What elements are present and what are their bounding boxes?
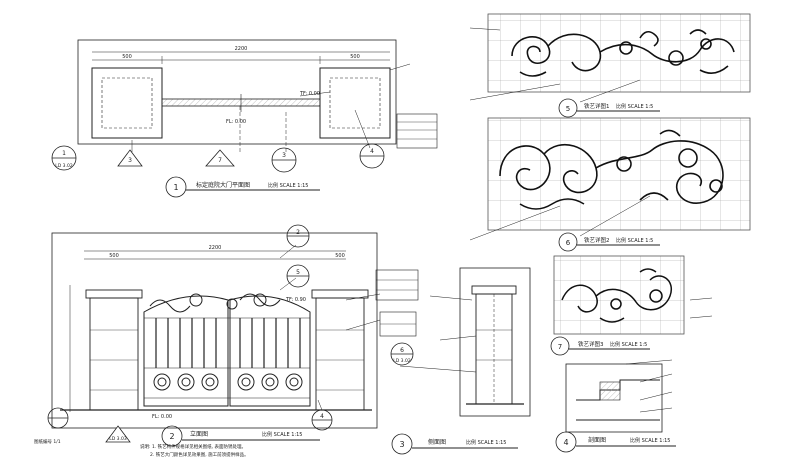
detail-3-title: 铁艺详图3 [578,340,604,348]
elev-dim-total: 2200 [209,245,222,251]
elev-dim-left: 500 [109,253,119,259]
elev-ref-2: 5 [296,269,300,276]
ironwork-detail-2: 6 铁艺详图2 比例 SCALE 1:5 [469,117,751,252]
gate-elevation-drawing [51,232,419,429]
plan-sheet-1: LD 3.02 [55,163,73,169]
plan-dim-total: 2200 [235,46,248,52]
plan-scale: 比例 SCALE 1:15 [268,182,308,189]
plan-ref-3: 7 [218,157,222,164]
elev-sheet-2: LD 3.03 [109,436,127,442]
plan-dim-right: 500 [350,54,360,60]
gate-plan-text: 2200 500 500 TF: 0.00 FL: 0.00 [122,46,360,125]
detail-1-scale: 比例 SCALE 1:5 [616,103,653,110]
plan-ref-4: 3 [282,152,286,159]
side-view-number: 3 [399,440,404,449]
plan-title: 标定庭院大门平面图 [196,181,250,189]
plan-ref-2: 3 [128,157,132,164]
plan-title-block: 1 标定庭院大门平面图 比例 SCALE 1:15 [165,176,320,198]
gate-plan-drawing [77,39,438,152]
section-number: 4 [563,438,568,447]
detail-2-scale: 比例 SCALE 1:5 [616,237,653,244]
elevation-title-block: 2 立面图 比例 SCALE 1:15 [161,425,320,447]
plan-number: 1 [173,183,178,192]
detail-1-title: 铁艺详图1 [584,102,610,110]
elev-ref-3: 6 [400,347,404,354]
elevation-title: 立面图 [190,430,208,438]
detail-1-number: 5 [566,105,570,113]
elev-ref-4: 4 [320,413,324,420]
detail-3-number: 7 [558,343,562,351]
detail-2-number: 6 [566,239,571,247]
plan-ref-1: 1 [62,150,66,157]
section-scale: 比例 SCALE 1:15 [630,437,670,444]
section-drawing [565,359,673,433]
section-title: 剖面图 [588,436,606,444]
elevation-detail-marker [47,224,414,443]
plan-level-floor: FL: 0.00 [226,119,246,125]
elevation-scale: 比例 SCALE 1:15 [262,431,302,438]
elevation-number: 2 [169,432,174,441]
plan-level-top: TF: 0.00 [299,91,320,97]
gate-elevation-text: 2200 500 500 TF: 0.90 FL: 0.00 [109,245,345,420]
notes-block: 说明: 1. 铁艺构件规格详见相关图纸, 表面防锈处理。 2. 铁艺大门颜色详见… [34,438,249,458]
ironwork-detail-1: 5 铁艺详图1 比例 SCALE 1:5 [469,13,751,118]
side-view-scale: 比例 SCALE 1:15 [466,439,506,446]
elev-dim-right: 500 [335,253,345,259]
side-view-title: 侧面图 [428,438,446,446]
plan-detail-marker [51,143,385,173]
plan-dim-left: 500 [122,54,132,60]
detail-2-title: 铁艺详图2 [584,236,610,244]
side-view-title-block: 3 侧面图 比例 SCALE 1:15 [391,433,518,455]
elev-level-top: TF: 0.90 [285,297,306,303]
elev-ref-1: 2 [296,229,300,236]
note-line-2: 2. 铁艺大门颜色详见效果图, 施工前须提供样品。 [150,451,249,458]
plan-ref-5: 4 [370,148,374,155]
page-number: 图纸编号 1/1 [34,438,61,445]
side-view-drawing [399,267,531,417]
ironwork-detail-3: 7 铁艺详图3 比例 SCALE 1:5 [550,255,713,356]
elev-level-floor: FL: 0.00 [152,414,172,420]
elev-sheet-1: LD 3.02 [393,358,411,364]
note-line-1: 说明: 1. 铁艺构件规格详见相关图纸, 表面防锈处理。 [140,443,246,450]
section-title-block: 4 剖面图 比例 SCALE 1:15 [555,431,676,453]
detail-3-scale: 比例 SCALE 1:5 [610,341,647,348]
